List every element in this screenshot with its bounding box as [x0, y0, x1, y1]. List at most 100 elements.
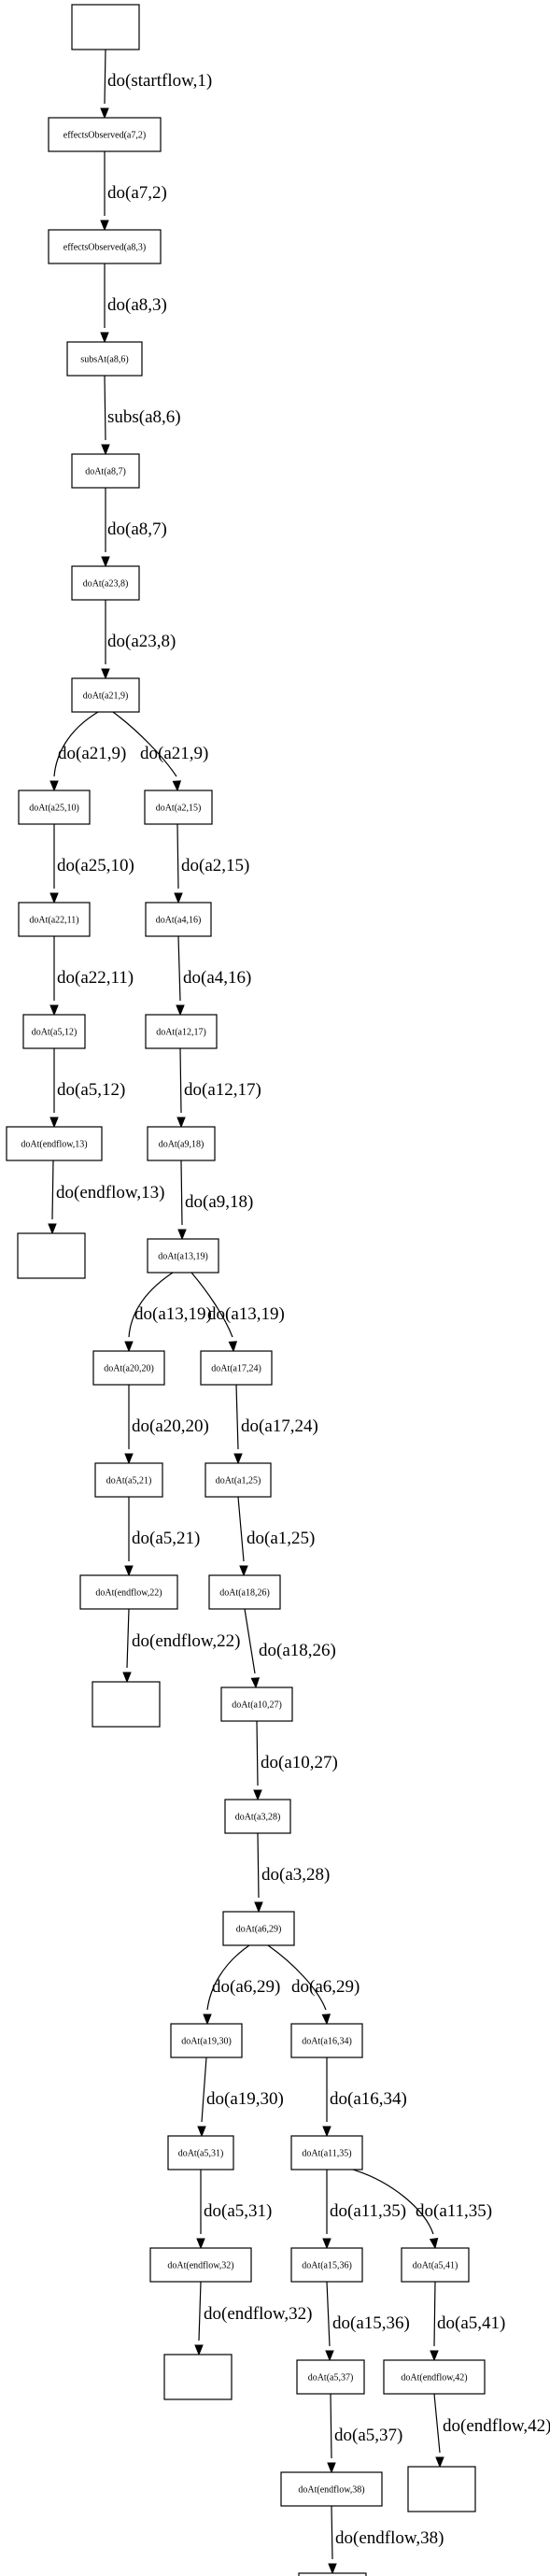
node-label: effectsObserved(a7,2)	[63, 131, 146, 141]
node-box	[92, 1350, 165, 1386]
edge-line	[176, 823, 179, 890]
node-n26: doAt(a6,29)	[222, 1911, 295, 1946]
edge-n35-n37: do(a5,37)	[327, 2393, 402, 2474]
node-n30: doAt(a11,35)	[290, 2135, 363, 2170]
node-box	[22, 1014, 86, 1049]
node-n18: doAt(a17,24)	[200, 1350, 273, 1386]
node-n1: effectsObserved(a7,2)	[48, 117, 162, 152]
empty-node-n34	[163, 2354, 233, 2400]
node-box	[71, 453, 140, 489]
edge-line	[128, 1272, 174, 1338]
node-label: doAt(a5,41)	[413, 2261, 458, 2271]
arrowhead	[101, 556, 110, 568]
arrowhead	[322, 2126, 331, 2138]
edge-n9-n11: do(a22,11)	[49, 936, 134, 1017]
node-box	[298, 2572, 367, 2576]
edge-line	[244, 1608, 256, 1674]
node-label: doAt(a25,10)	[29, 804, 79, 814]
edge-label: do(a23,8)	[107, 632, 176, 651]
node-box	[6, 1126, 103, 1161]
node-n25: doAt(a3,28)	[224, 1799, 291, 1834]
arrowhead	[49, 892, 59, 904]
edge-n37-n39: do(endflow,38)	[328, 2505, 444, 2575]
node-label: doAt(a5,31)	[178, 2149, 224, 2159]
node-label: doAt(a5,21)	[106, 1476, 152, 1487]
arrowhead	[122, 1672, 132, 1684]
arrowhead	[253, 1789, 262, 1801]
node-label: doAt(a8,7)	[85, 467, 126, 477]
node-box	[145, 1014, 218, 1049]
node-n21: doAt(endflow,22)	[79, 1574, 178, 1610]
edge-label: do(a6,29)	[291, 1977, 360, 1997]
nodes-layer: effectsObserved(a7,2) effectsObserved(a8,…	[6, 4, 486, 2576]
arrowhead	[250, 1677, 261, 1689]
node-label: doAt(endflow,42)	[401, 2373, 467, 2384]
node-n9: doAt(a22,11)	[18, 902, 91, 937]
node-n28: doAt(a16,34)	[290, 2023, 363, 2058]
edge-line	[433, 2393, 441, 2454]
node-box	[204, 1462, 272, 1498]
node-n35: doAt(a5,37)	[296, 2359, 365, 2395]
edge-label: do(endflow,42)	[443, 2416, 550, 2436]
edge-line	[206, 1944, 250, 2011]
node-label: doAt(a5,37)	[308, 2373, 354, 2384]
edge-n8-n10: do(a2,15)	[174, 823, 249, 904]
node-label: doAt(a4,16)	[156, 916, 202, 926]
edge-n30-n33: do(a11,35)	[352, 2169, 492, 2250]
edge-n28-n30: do(a16,34)	[322, 2057, 407, 2138]
edge-n11-n13: do(a5,12)	[49, 1048, 125, 1129]
node-n37: doAt(endflow,38)	[280, 2471, 383, 2507]
arrowhead	[176, 1004, 185, 1017]
node-box	[167, 2135, 234, 2170]
edge-line	[352, 2169, 434, 2235]
edge-n26-n28: do(a6,29)	[267, 1944, 360, 2026]
edge-label: do(a5,21)	[132, 1529, 200, 1548]
node-box	[383, 2359, 486, 2395]
node-n31: doAt(endflow,32)	[149, 2247, 252, 2283]
node-n20: doAt(a1,25)	[204, 1462, 272, 1498]
edge-label: do(a15,36)	[332, 2313, 410, 2333]
edge-n21-n23: do(endflow,22)	[122, 1608, 240, 1684]
node-label: doAt(endflow,13)	[21, 1140, 87, 1150]
edge-line	[256, 1720, 259, 1786]
arrowhead	[48, 1223, 57, 1235]
edge-label: do(a20,20)	[132, 1416, 209, 1436]
edge-n26-n27: do(a6,29)	[203, 1944, 280, 2026]
node-label: doAt(a19,30)	[181, 2037, 232, 2047]
node-box	[48, 117, 162, 152]
node-n17: doAt(a20,20)	[92, 1350, 165, 1386]
edge-line	[237, 1496, 245, 1562]
edge-n16-n17: do(a13,19)	[124, 1272, 212, 1353]
node-label: effectsObserved(a8,3)	[63, 243, 146, 253]
node-box	[290, 2135, 363, 2170]
arrowhead	[239, 1565, 248, 1577]
empty-node-n39	[298, 2572, 367, 2576]
node-box	[48, 229, 162, 264]
node-label: doAt(a18,26)	[219, 1588, 270, 1599]
node-n19: doAt(a5,21)	[94, 1462, 163, 1498]
node-label: doAt(a15,36)	[302, 2261, 352, 2271]
node-box	[147, 1238, 219, 1274]
arrowhead	[49, 1117, 59, 1129]
edge-n16-n18: do(a13,19)	[190, 1272, 285, 1353]
arrowhead	[196, 2238, 205, 2250]
node-box	[147, 1126, 216, 1161]
empty-node-n15	[17, 1232, 86, 1279]
node-label: doAt(a22,11)	[29, 916, 78, 926]
node-box	[144, 790, 213, 825]
node-label: doAt(a12,17)	[156, 1028, 206, 1038]
node-n4: doAt(a8,7)	[71, 453, 140, 489]
edge-n1-n2: do(a7,2)	[100, 151, 167, 232]
node-box	[92, 1681, 161, 1728]
edge-label: do(a21,9)	[58, 744, 126, 763]
arrowhead	[172, 780, 182, 792]
arrowhead	[177, 1229, 187, 1241]
edge-n4-n5: do(a8,7)	[101, 488, 167, 568]
arrowhead	[429, 2237, 439, 2250]
edge-line	[180, 1160, 183, 1226]
edge-line	[177, 935, 181, 1002]
edge-n36-n38: do(endflow,42)	[433, 2393, 550, 2469]
edge-n24-n25: do(a10,27)	[253, 1720, 338, 1801]
node-label: doAt(endflow,22)	[95, 1588, 162, 1599]
